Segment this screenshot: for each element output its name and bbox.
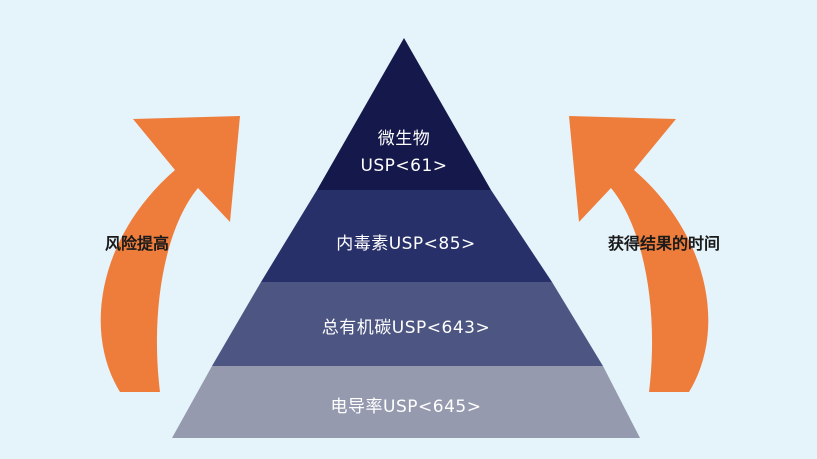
tier-conductivity-label: 电导率USP<645>	[330, 397, 482, 417]
right-curved-arrow-icon	[569, 116, 709, 392]
left-curved-arrow-icon	[100, 116, 241, 392]
tier-endotoxin-label: 内毒素USP<85>	[336, 234, 476, 254]
pyramid-tier-endotoxin	[261, 190, 552, 282]
pyramid-tier-conductivity	[172, 366, 640, 438]
time-to-result-label: 获得结果的时间	[607, 234, 721, 253]
tier-toc-label: 总有机碳USP<643>	[321, 318, 491, 338]
tier-microbes-title: 微生物	[377, 129, 431, 149]
pyramid-tier-toc	[212, 282, 603, 366]
tier-microbes-usp: USP<61>	[360, 156, 448, 176]
pyramid-tier-microbes	[317, 38, 491, 190]
risk-increase-label: 风险提高	[104, 234, 170, 253]
